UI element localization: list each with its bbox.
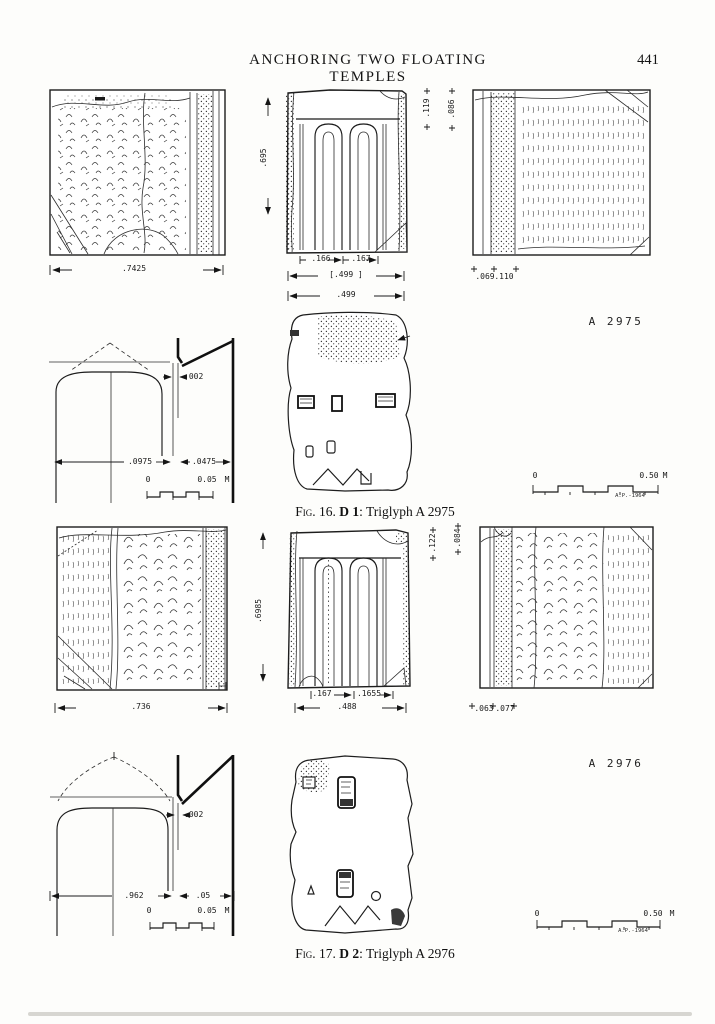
- f17-side-offset1-label: .122: [428, 533, 437, 553]
- f16-scale-small-bar: [146, 491, 214, 500]
- f17-scale-large-unit: M: [669, 909, 675, 918]
- f17-scale-credit: A.P.-1964: [618, 928, 648, 934]
- f17-scale-small-unit: M: [224, 906, 230, 915]
- fig17-caption-fig: Fig. 17.: [295, 946, 336, 961]
- f17-right-offset1-label: .063: [474, 704, 494, 713]
- f17-left-face-drawing: [56, 526, 228, 691]
- f17-profile-w2-label: .05: [195, 891, 211, 900]
- f16-left-face-drawing: [49, 89, 226, 256]
- f17-catalog-number: A 2976: [588, 757, 644, 770]
- f17-profile-w1-label: .962: [124, 891, 144, 900]
- f16-catalog-number: A 2975: [588, 315, 644, 328]
- f17-front-width-label: .488: [337, 702, 357, 711]
- fig17-caption-rest: : Triglyph A 2976: [359, 946, 455, 961]
- f16-scale-small-unit: M: [224, 475, 230, 484]
- f16-profile-drawing: [49, 338, 235, 503]
- f16-plan-view-drawing: [287, 311, 412, 492]
- f17-glyph2-width-label: .1655: [356, 689, 382, 698]
- f17-plan-view-drawing: [289, 755, 414, 934]
- fig17-caption: Fig. 17. D 2: Triglyph A 2976: [245, 946, 505, 962]
- f16-scale-large-end: 0.50: [639, 471, 659, 480]
- f16-scale-small-end: 0.05: [197, 475, 217, 484]
- f16-left-face-width-label: .7425: [121, 264, 147, 273]
- f17-profile-drawing: [50, 752, 235, 936]
- f17-scale-small-end: 0.05: [197, 906, 217, 915]
- f16-front-view-drawing: [286, 89, 408, 254]
- f16-glyph1-width-label: .166: [311, 254, 331, 263]
- f17-scale-small-bar: [149, 922, 215, 931]
- f16-front-width-label: .499: [336, 290, 356, 299]
- running-head: ANCHORING TWO FLOATING TEMPLES: [249, 52, 487, 85]
- f16-front-height-label: .695: [259, 148, 268, 168]
- f17-front-height-label: .6985: [254, 598, 263, 624]
- f17-side-offset2-label: .084: [453, 528, 462, 548]
- f16-scale-credit: A.P.-1964: [615, 493, 645, 499]
- f17-scale-large-end: 0.50: [643, 909, 663, 918]
- f16-glyph2-width-label: .167: [351, 254, 371, 263]
- fig16-caption-rest: : Triglyph A 2975: [359, 504, 455, 519]
- f17-right-face-drawing: [479, 526, 654, 689]
- f16-profile-w1-label: .0975: [127, 457, 153, 466]
- f16-scale-small-zero: 0: [145, 475, 151, 484]
- fig16-caption-code: D 1: [339, 504, 360, 519]
- f17-scale-large-zero: 0: [534, 909, 540, 918]
- fig16-caption-fig: Fig. 16.: [295, 504, 336, 519]
- f17-front-view-drawing: [287, 529, 411, 689]
- f16-side-offset2-label: .086: [447, 99, 456, 119]
- f17-scale-small-zero: 0: [146, 906, 152, 915]
- f16-side-offset1-label: .119: [422, 98, 431, 118]
- fig17-caption-code: D 2: [339, 946, 360, 961]
- scan-edge-artifact: [28, 1012, 692, 1016]
- f16-scale-large-zero: 0: [532, 471, 538, 480]
- f16-right-offset1-label: .069: [475, 272, 495, 281]
- f16-right-offset2-label: .110: [494, 272, 514, 281]
- f16-dimension-lines: [49, 88, 519, 465]
- page-number: 441: [637, 52, 659, 68]
- f16-joint-gap-label: .002: [184, 372, 204, 381]
- f16-scale-large-unit: M: [662, 471, 668, 480]
- f16-front-width-bracket-label: [.499 ]: [329, 270, 363, 279]
- f17-glyph1-width-label: .167: [312, 689, 332, 698]
- fig16-caption: Fig. 16. D 1: Triglyph A 2975: [245, 504, 505, 520]
- f16-right-face-drawing: [472, 89, 651, 256]
- f16-profile-w2-label: .0475: [191, 457, 217, 466]
- f17-scale-large-bar: [536, 920, 661, 930]
- f16-scale-large-bar: [532, 485, 659, 495]
- f17-right-offset2-label: .077: [495, 704, 515, 713]
- f17-joint-gap-label: .002: [184, 810, 204, 819]
- f17-left-face-width-label: .736: [131, 702, 151, 711]
- f17-dimension-lines: [49, 523, 517, 901]
